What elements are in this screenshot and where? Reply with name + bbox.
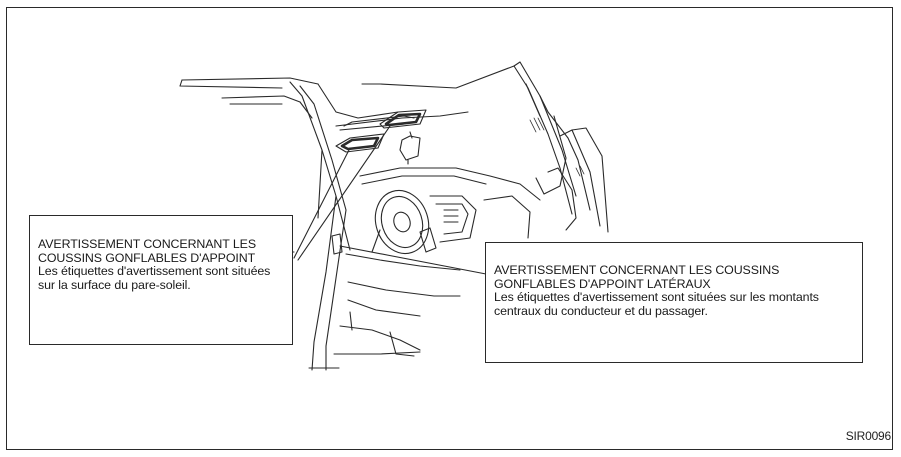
side-airbag-warning-callout: AVERTISSEMENT CONCERNANT LES COUSSINS GO… xyxy=(485,242,863,363)
heading-line: AVERTISSEMENT CONCERNANT LES COUSSINS xyxy=(494,263,780,277)
heading-line: GONFLABLES D'APPOINT LATÉRAUX xyxy=(494,276,711,291)
figure-frame xyxy=(6,7,893,450)
side-airbag-warning-heading: AVERTISSEMENT CONCERNANT LES COUSSINS GO… xyxy=(494,263,854,291)
pillar-hatching xyxy=(529,117,585,177)
heading-line: COUSSINS GONFLABLES D'APPOINT xyxy=(38,250,256,265)
door-frame xyxy=(361,61,609,233)
sun-visor-illustration xyxy=(335,109,469,165)
leader-lines xyxy=(291,125,487,275)
side-airbag-warning-text: Les étiquettes d'avertissement sont situ… xyxy=(494,290,819,318)
heading-line: AVERTISSEMENT CONCERNANT LES xyxy=(38,237,256,251)
dashboard-illustration xyxy=(331,167,541,357)
figure-code: SIR0096 xyxy=(845,429,892,443)
sun-visor-warning-heading: AVERTISSEMENT CONCERNANT LES COUSSINS GO… xyxy=(38,237,284,265)
sun-visor-warning-text: Les étiquettes d'avertissement sont situ… xyxy=(38,264,271,292)
sun-visor-warning-callout: AVERTISSEMENT CONCERNANT LES COUSSINS GO… xyxy=(29,215,293,345)
roof-outline xyxy=(179,77,319,119)
a-pillar xyxy=(289,81,399,371)
